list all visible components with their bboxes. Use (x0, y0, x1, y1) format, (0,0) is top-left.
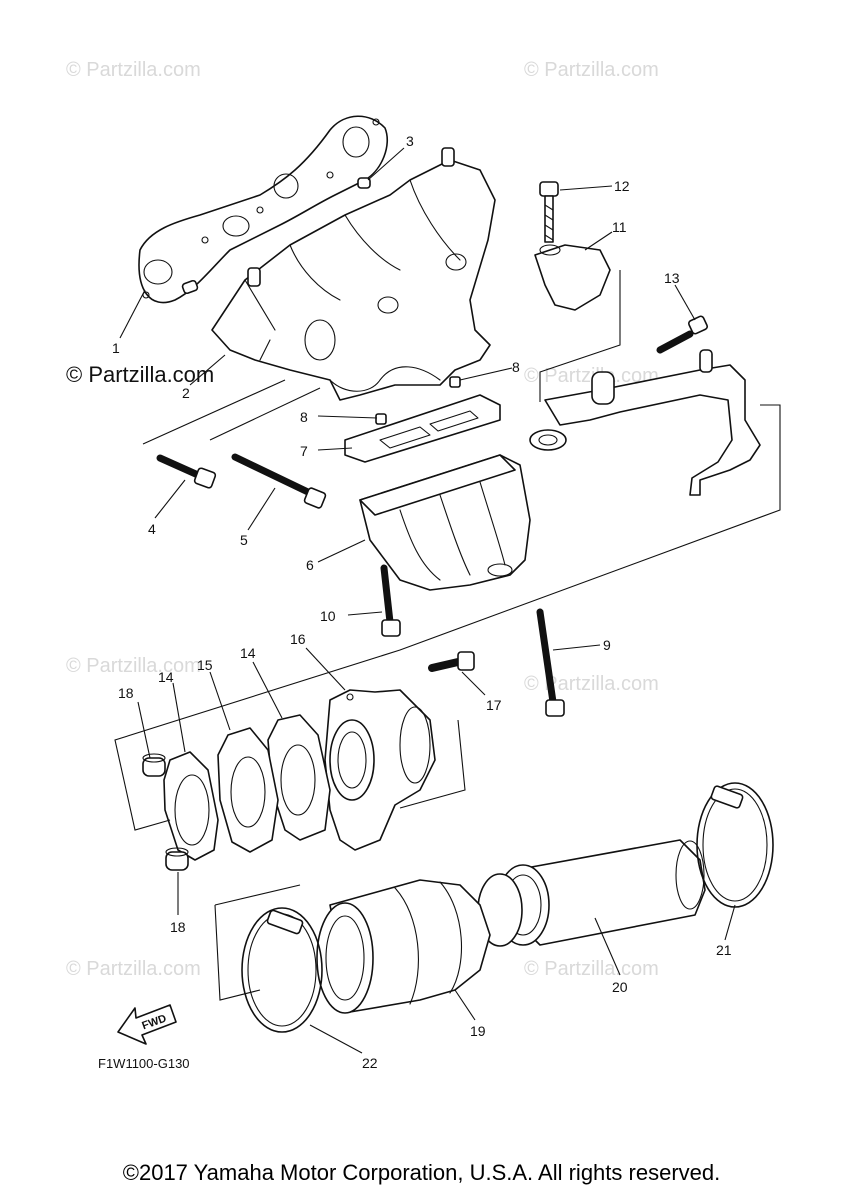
exhaust-manifold (211, 147, 496, 401)
callout-leaders (119, 147, 736, 1054)
part-13-bolt (656, 315, 709, 354)
part-18-collar-upper (142, 753, 166, 777)
callout-8-lower: 8 (300, 409, 308, 425)
part-12-bolt (539, 181, 559, 243)
part-14-gasket-front (163, 751, 219, 861)
watermark-bottom-left: © Partzilla.com (66, 958, 201, 980)
water-pipe-assembly (529, 349, 761, 496)
callout-14-front: 14 (158, 669, 174, 685)
watermark-bottom-right: © Partzilla.com (524, 958, 659, 980)
assembly-lines (114, 270, 781, 1001)
callout-10: 10 (320, 608, 336, 624)
part-20-exhaust-pipe (477, 839, 706, 947)
watermark-top-right: © Partzilla.com (524, 59, 659, 81)
part-3-dowel-pin (357, 177, 371, 189)
part-9-bolt (536, 608, 565, 717)
callout-13: 13 (664, 270, 680, 286)
callout-19: 19 (470, 1023, 486, 1039)
callout-14-rear: 14 (240, 645, 256, 661)
callout-21: 21 (716, 942, 732, 958)
watermark-top-left: © Partzilla.com (66, 59, 201, 81)
part-18-collar-lower (165, 847, 189, 871)
callout-2: 2 (182, 385, 190, 401)
watermark-lower-left: © Partzilla.com (66, 655, 201, 677)
part-16-exhaust-elbow (324, 689, 436, 851)
watermark-mid-right: © Partzilla.com (524, 365, 659, 387)
part-8-dowel-pin-lower (375, 413, 387, 425)
part-5-bolt (231, 453, 327, 509)
watermark-lower-right: © Partzilla.com (524, 673, 659, 695)
callout-6: 6 (306, 557, 314, 573)
callout-16: 16 (290, 631, 306, 647)
part-1-exhaust-gasket (138, 115, 389, 304)
part-17-bolt (428, 651, 475, 672)
callout-20: 20 (612, 979, 628, 995)
callout-9: 9 (603, 637, 611, 653)
part-21-hose-clamp (696, 782, 774, 908)
part-4-bolt (156, 454, 217, 489)
part-15-gasket (217, 727, 279, 853)
part-22-hose-clamp (241, 907, 323, 1033)
part-10-bolt (380, 564, 401, 637)
callout-22: 22 (362, 1055, 378, 1071)
watermark-mid-left: © Partzilla.com (66, 362, 214, 387)
callout-18-upper: 18 (118, 685, 134, 701)
callout-17: 17 (486, 697, 502, 713)
callout-12: 12 (614, 178, 630, 194)
part-2-dowel-pin (181, 279, 199, 295)
callout-11: 11 (612, 219, 627, 235)
callout-7: 7 (300, 443, 308, 459)
part-7-manifold-gasket (344, 394, 501, 463)
part-14-gasket-rear (267, 714, 331, 841)
callout-15: 15 (197, 657, 213, 673)
part-6-exhaust-chamber (359, 454, 531, 591)
part-11-bracket (534, 244, 611, 311)
fwd-arrow-icon: FWD (117, 1004, 177, 1045)
diagram-code: F1W1100-G130 (98, 1056, 190, 1071)
copyright-notice: ©2017 Yamaha Motor Corporation, U.S.A. A… (122, 1160, 721, 1185)
callout-5: 5 (240, 532, 248, 548)
callout-8-upper: 8 (512, 359, 520, 375)
callout-3: 3 (406, 133, 414, 149)
part-8-dowel-pin-upper (449, 376, 461, 388)
callout-4: 4 (148, 521, 156, 537)
callout-1: 1 (112, 340, 120, 356)
part-19-rubber-hose (316, 879, 491, 1014)
callout-18-lower: 18 (170, 919, 186, 935)
